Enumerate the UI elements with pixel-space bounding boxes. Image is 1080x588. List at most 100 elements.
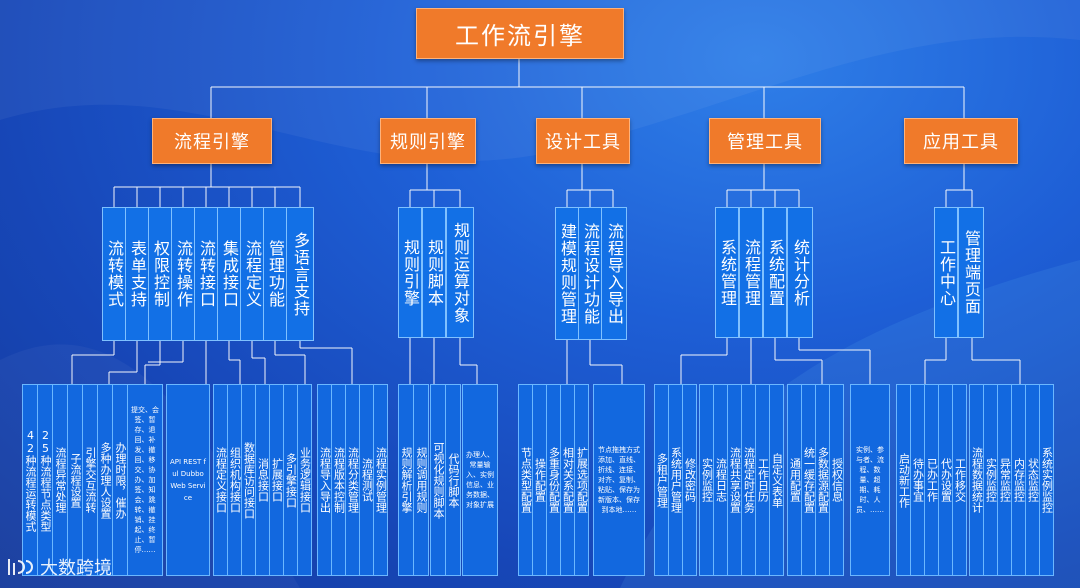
- leaf-label: 授权信息: [830, 458, 844, 502]
- leaf-label: 自定义表单: [770, 452, 784, 508]
- leaf-box: 异常监控: [997, 384, 1012, 576]
- leaf-box: 流程导入导出: [317, 384, 332, 576]
- leaf-label: 代码行脚本: [447, 452, 460, 508]
- leaf-label: 统一缓存配置: [802, 447, 816, 513]
- leaf-box: 消息接口: [255, 384, 270, 576]
- leaf-box: 流程定时任务: [741, 384, 756, 576]
- leaf-box: 组织机构接口: [227, 384, 242, 576]
- leaf-label: 扩展选项配置: [575, 447, 589, 513]
- leaf-box: 流程测试: [359, 384, 374, 576]
- feature-box: 流程导入导出: [601, 207, 627, 340]
- leaf-box: 统一缓存配置: [801, 384, 816, 576]
- leaf-label: 通用配置: [788, 458, 802, 502]
- leaf-box: 25种流程节点类型: [37, 384, 53, 576]
- feature-label: 流转接口: [197, 240, 216, 308]
- leaf-label: 扩展接口: [270, 458, 284, 502]
- leaf-label: 子流程设置: [69, 452, 82, 508]
- leaf-label: 多数据源配置: [816, 447, 830, 513]
- leaf-label: 消息接口: [256, 458, 270, 502]
- leaf-box: 授权信息: [829, 384, 844, 576]
- leaf-box: 流程数据统计: [969, 384, 984, 576]
- leaf-note: API REST ful Dubbo Web Service: [170, 458, 206, 502]
- leaf-box: 工作日历: [755, 384, 770, 576]
- leaf-label: 相对关系配置: [561, 447, 575, 513]
- leaf-label: 流程导入导出: [318, 447, 332, 513]
- leaf-box: 办理时限，催办: [112, 384, 128, 576]
- feature-box: 流程设计功能: [578, 207, 602, 340]
- leaf-box: 修改密码: [682, 384, 697, 576]
- feature-box: 表单支持: [125, 207, 149, 341]
- leaf-note-box: 提交、会签、暂存、退回、补发、撤回、移交、协办、加签、知会、跳转、撤销、挂起、终…: [127, 384, 163, 576]
- leaf-box: 工作移交: [952, 384, 967, 576]
- leaf-label: 实例监控: [984, 458, 998, 502]
- leaf-label: 启动新工作: [897, 452, 911, 508]
- leaf-label: 已办工作: [925, 458, 939, 502]
- leaf-label: 组织机构接口: [228, 447, 242, 513]
- feature-label: 管理端页面: [962, 230, 981, 315]
- leaf-box: 代办设置: [938, 384, 953, 576]
- leaf-box: 自定义表单: [769, 384, 784, 576]
- leaf-box: 内存监控: [1011, 384, 1026, 576]
- leaf-note: 节点拖拽方式添加、直线、折线、连接、对齐、复制、粘贴、保存为新版本、保存到本地……: [598, 446, 640, 514]
- feature-label: 流程定义: [243, 240, 262, 308]
- leaf-box: 流程日志: [713, 384, 728, 576]
- feature-box: 流转模式: [102, 207, 126, 341]
- leaf-label: 多租户管理: [655, 452, 669, 508]
- feature-box: 流程管理: [739, 207, 763, 338]
- leaf-box: 系统实例监控: [1039, 384, 1054, 576]
- leaf-label: 流程共享设置: [728, 447, 742, 513]
- feature-label: 流转模式: [105, 240, 124, 308]
- leaf-box: 规则调用规则: [413, 384, 429, 576]
- feature-box: 流转操作: [171, 207, 195, 341]
- leaf-label: 流程异常处理: [54, 447, 67, 513]
- leaf-box: 相对关系配置: [560, 384, 575, 576]
- leaf-label: 办理时限，催办: [114, 441, 127, 519]
- leaf-label: 引擎交互流转: [84, 447, 97, 513]
- feature-box: 系统管理: [715, 207, 739, 338]
- leaf-box: 流程异常处理: [52, 384, 68, 576]
- leaf-label: 流程定时任务: [742, 447, 756, 513]
- root-node: 工作流引擎: [416, 8, 624, 59]
- leaf-label: 流程定义接口: [214, 447, 228, 513]
- leaf-box: 多引擎接口: [283, 384, 298, 576]
- leaf-box: 实例监控: [983, 384, 998, 576]
- watermark-logo: 大数跨境: [6, 554, 112, 580]
- leaf-box: 节点类型配置: [518, 384, 533, 576]
- feature-label: 管理功能: [266, 240, 285, 308]
- leaf-box: 规则解析引擎: [398, 384, 414, 576]
- leaf-note-box: 实例、参与者、流程、数量、超期、耗时、人员、……: [850, 384, 890, 576]
- leaf-box: 通用配置: [787, 384, 802, 576]
- leaf-label: 修改密码: [683, 458, 697, 502]
- feature-box: 集成接口: [217, 207, 241, 341]
- leaf-label: 42种流程运转模式: [24, 428, 37, 532]
- leaf-note: 办理人、常量输入、实例信息、业务数据、对象扩展: [466, 451, 494, 509]
- leaf-box: 流程分类管理: [345, 384, 360, 576]
- leaf-box: 流程共享设置: [727, 384, 742, 576]
- leaf-note-box: API REST ful Dubbo Web Service: [166, 384, 210, 576]
- leaf-box: 启动新工作: [896, 384, 911, 576]
- leaf-box: 多数据源配置: [815, 384, 830, 576]
- leaf-box: 流程版本控制: [331, 384, 346, 576]
- leaf-label: 规则解析引擎: [400, 447, 413, 513]
- leaf-box: 代码行脚本: [445, 384, 461, 576]
- feature-box: 管理功能: [263, 207, 287, 341]
- feature-label: 表单支持: [128, 240, 147, 308]
- leaf-label: 代办设置: [939, 458, 953, 502]
- category-design-tools: 设计工具: [536, 118, 630, 164]
- feature-box: 系统配置: [763, 207, 787, 338]
- leaf-box: 状态监控: [1025, 384, 1040, 576]
- leaf-box: 可视化规则脚本: [430, 384, 446, 576]
- leaf-note: 实例、参与者、流程、数量、超期、耗时、人员、……: [856, 446, 884, 514]
- feature-label: 工作中心: [937, 238, 956, 307]
- leaf-label: 操作配置: [533, 458, 547, 502]
- leaf-label: 异常监控: [998, 458, 1012, 502]
- feature-label: 统计分析: [791, 238, 810, 307]
- leaf-box: 多种办理人设置: [97, 384, 113, 576]
- leaf-label: 多引擎接口: [284, 452, 298, 508]
- leaf-label: 25种流程节点类型: [39, 428, 52, 532]
- feature-label: 流程设计功能: [581, 222, 600, 325]
- leaf-box: 42种流程运转模式: [22, 384, 38, 576]
- leaf-label: 待办事宜: [911, 458, 925, 502]
- feature-label: 建模规则管理: [558, 222, 577, 325]
